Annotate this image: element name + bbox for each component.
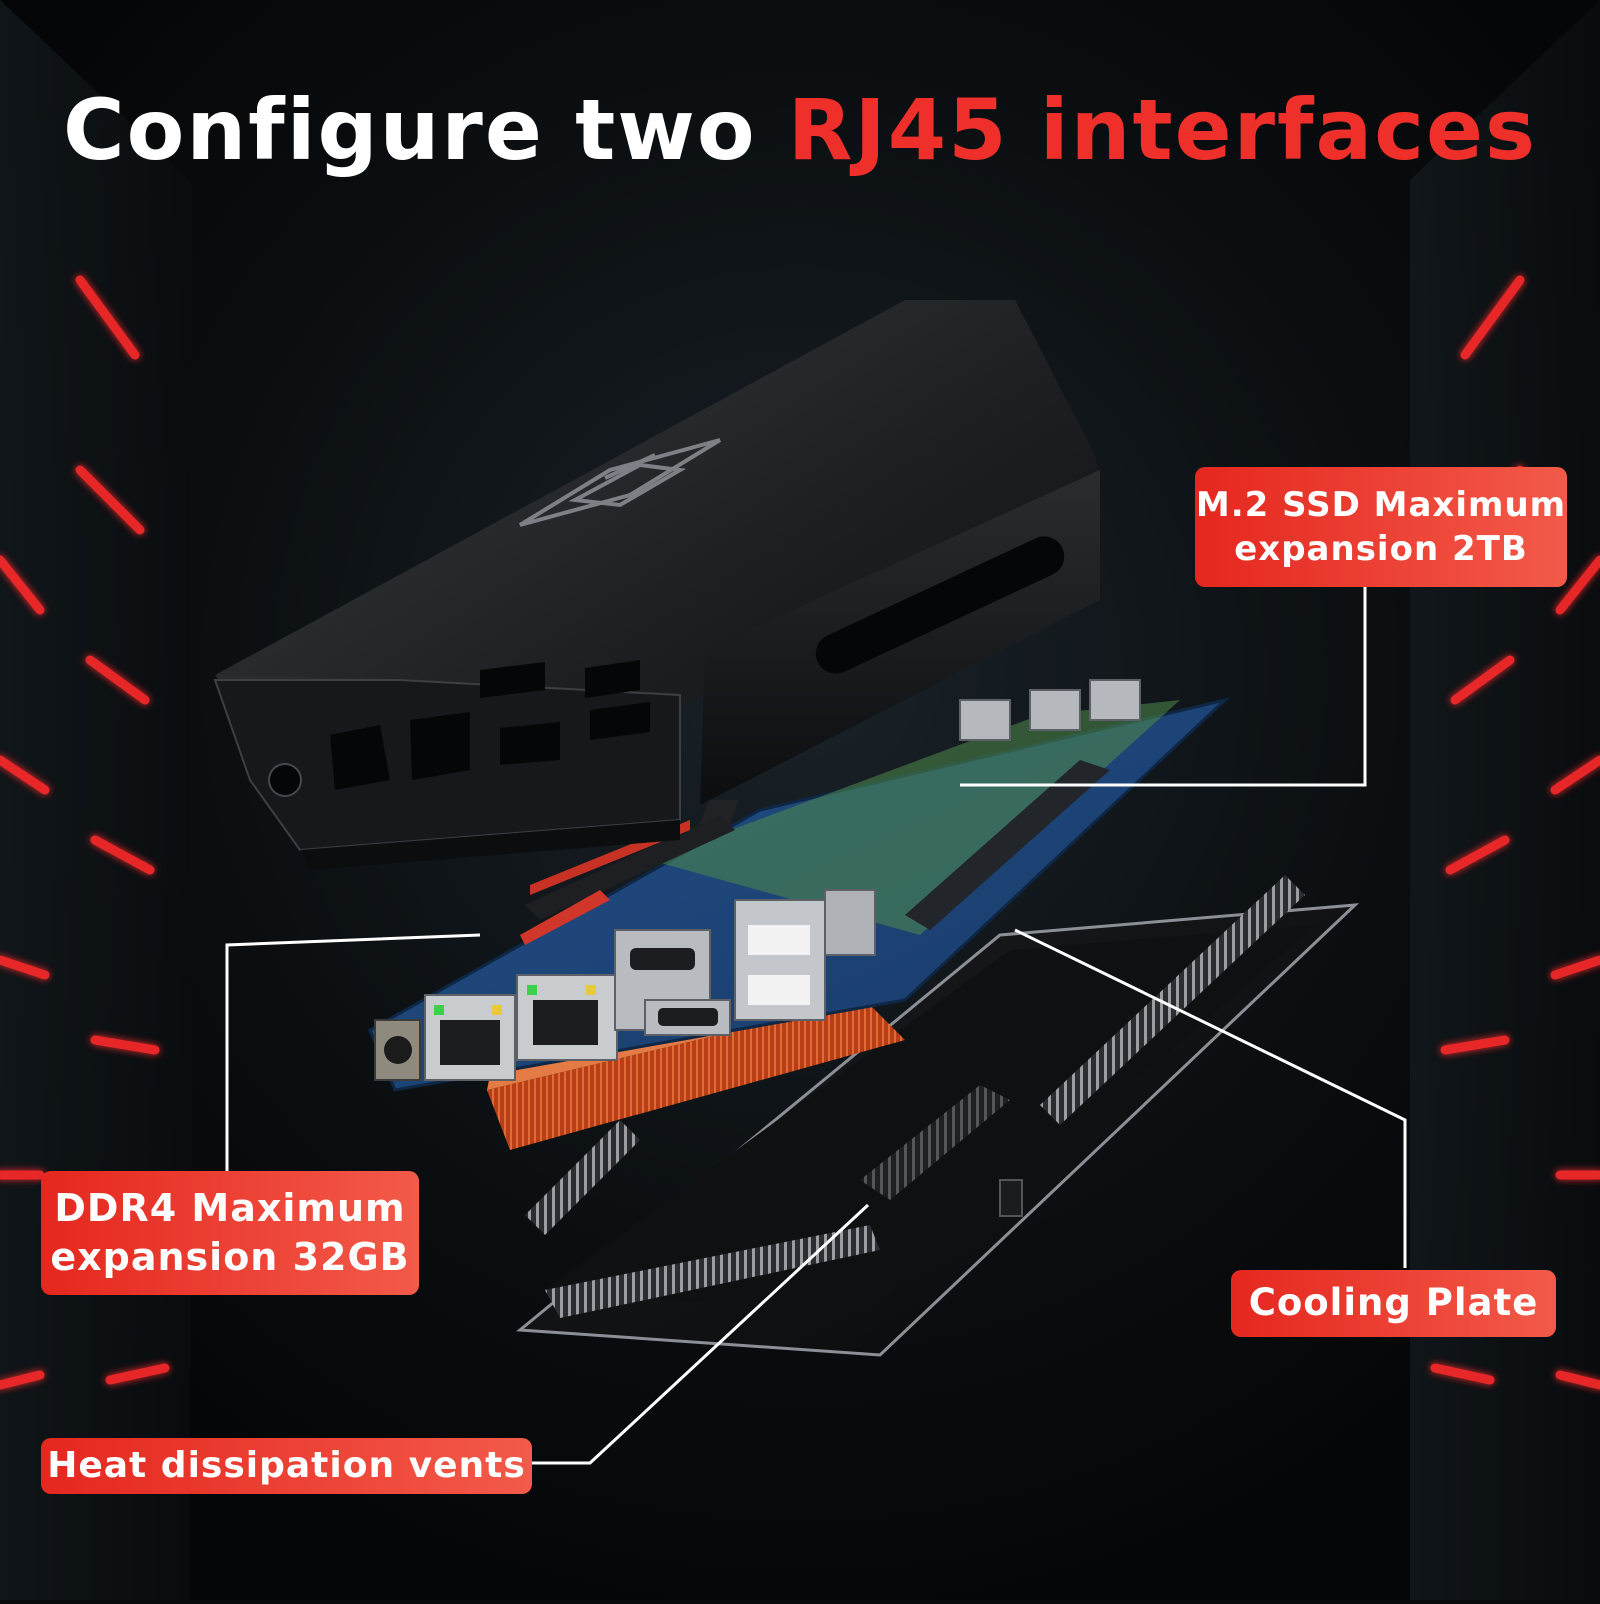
callout-cooling-label: Cooling Plate: [1248, 1281, 1539, 1325]
callout-cooling-plate: Cooling Plate: [1231, 1270, 1556, 1337]
callout-ddr-line1: DDR4 Maximum: [54, 1185, 406, 1230]
leader-lines: [225, 585, 1407, 1465]
callout-ddr-line2: expansion 32GB: [50, 1235, 410, 1279]
callout-vents-label: Heat dissipation vents: [47, 1444, 526, 1486]
headline-part1: Configure two: [63, 81, 788, 179]
headline-part2: RJ45 interfaces: [787, 81, 1537, 179]
callout-ssd: M.2 SSD Maximum expansion 2TB: [1195, 467, 1567, 587]
callout-ssd-line1: M.2 SSD Maximum: [1195, 484, 1567, 525]
callout-ssd-line2: expansion 2TB: [1234, 529, 1528, 569]
headline: Configure two RJ45 interfaces: [0, 88, 1600, 172]
callout-ddr: DDR4 Maximum expansion 32GB: [41, 1171, 419, 1295]
mainboard: [368, 679, 1231, 1092]
callout-heat-vents: Heat dissipation vents: [41, 1438, 532, 1494]
cooling-plate: [516, 875, 1360, 1357]
case-lid: [213, 300, 1100, 870]
